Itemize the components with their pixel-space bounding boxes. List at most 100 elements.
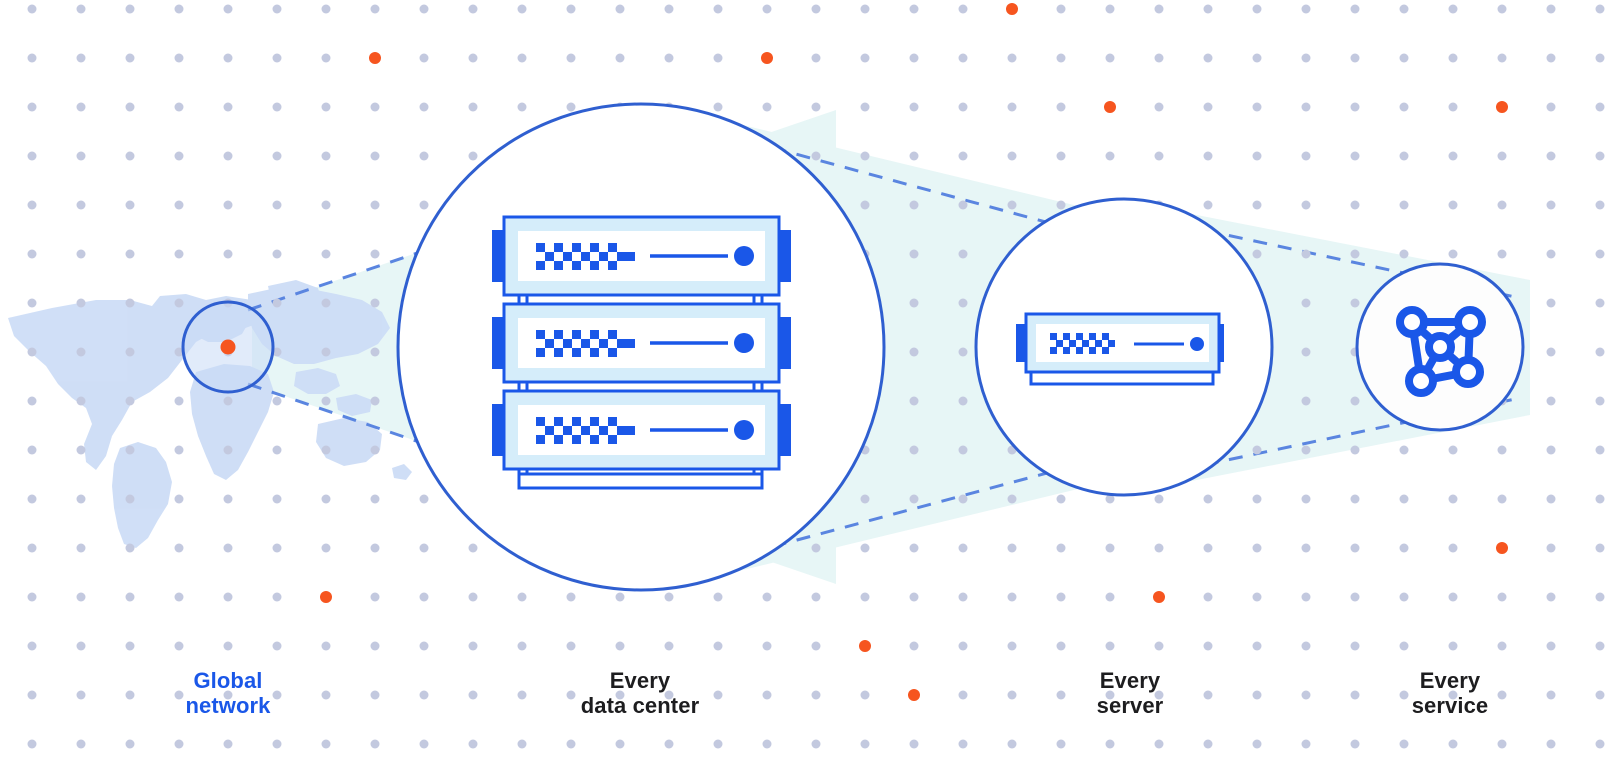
grid-dot [1399,494,1409,504]
grid-dot [370,494,380,504]
grid-dot [27,200,37,210]
grid-dot [811,4,821,14]
grid-dot [1252,102,1262,112]
grid-dot [615,739,625,749]
grid-dot [272,200,282,210]
grid-dot [1546,249,1556,259]
grid-dot [27,690,37,700]
grid-dot [223,151,233,161]
grid-dot [1007,494,1017,504]
grid-dot [1497,445,1507,455]
grid-dot [762,690,772,700]
grid-dot [1497,592,1507,602]
grid-dot [468,102,478,112]
grid-dot [1252,200,1262,210]
grid-dot [27,543,37,553]
grid-dot [174,102,184,112]
grid-dot [1252,4,1262,14]
grid-dot [76,151,86,161]
grid-dot [664,53,674,63]
grid-dot [125,690,135,700]
grid-dot [370,200,380,210]
grid-dot [860,543,870,553]
grid-dot [1350,200,1360,210]
grid-dot [125,200,135,210]
grid-dot [27,53,37,63]
grid-dot [1203,543,1213,553]
grid-dot [1350,102,1360,112]
server-unit [492,302,791,384]
grid-dot [1350,641,1360,651]
grid-dot [909,347,919,357]
grid-dot [27,592,37,602]
grid-dot [321,396,331,406]
dashed-line-bottom-right [1179,396,1521,472]
grid-dot [1448,494,1458,504]
grid-dot [909,445,919,455]
dashed-line-top-right [1179,223,1521,300]
grid-dot [468,4,478,14]
grid-dot [566,53,576,63]
grid-dot [1350,494,1360,504]
grid-dot [1105,494,1115,504]
grid-dot [174,739,184,749]
grid-dot [1252,543,1262,553]
grid-dot [125,592,135,602]
grid-dot [27,739,37,749]
grid-dot [517,102,527,112]
grid-dot [419,739,429,749]
grid-dot [1056,592,1066,602]
grid-dot [1448,102,1458,112]
grid-dot [468,151,478,161]
grid-dot [1105,4,1115,14]
grid-dot [811,641,821,651]
grid-dot [76,641,86,651]
grid-dot [1448,543,1458,553]
grid-dot [1399,4,1409,14]
grid-dot [1595,53,1605,63]
grid-dot [860,102,870,112]
grid-dot-highlight [1496,101,1508,113]
grid-dot [1546,53,1556,63]
grid-dot [174,151,184,161]
grid-dot [223,102,233,112]
grid-dot [76,494,86,504]
server-unit-icon [1016,312,1224,386]
grid-dot [1497,494,1507,504]
grid-dot [125,396,135,406]
grid-dot [713,739,723,749]
grid-dot [223,445,233,455]
grid-dot [664,641,674,651]
grid-dot [909,298,919,308]
grid-dot [27,641,37,651]
grid-dot [762,4,772,14]
grid-dot [1105,641,1115,651]
grid-dot [1007,53,1017,63]
grid-dot [1497,641,1507,651]
grid-dot [1056,690,1066,700]
grid-dot [1203,592,1213,602]
grid-dot [1301,494,1311,504]
grid-dot [1301,53,1311,63]
grid-dot [272,739,282,749]
grid-dot [174,249,184,259]
grid-dot [860,690,870,700]
grid-dot [1546,543,1556,553]
grid-dot [223,592,233,602]
grid-dot [909,543,919,553]
grid-dot [1007,690,1017,700]
grid-dot [958,641,968,651]
grid-dot [27,396,37,406]
grid-dot [1546,200,1556,210]
grid-dot [1448,592,1458,602]
grid-dot [125,543,135,553]
grid-dot [1399,200,1409,210]
grid-dot [1350,151,1360,161]
grid-dot [223,543,233,553]
grid-dot [1056,494,1066,504]
grid-dot [1595,641,1605,651]
grid-dot [1007,151,1017,161]
grid-dot [76,396,86,406]
grid-dot [958,151,968,161]
grid-dot [1399,53,1409,63]
